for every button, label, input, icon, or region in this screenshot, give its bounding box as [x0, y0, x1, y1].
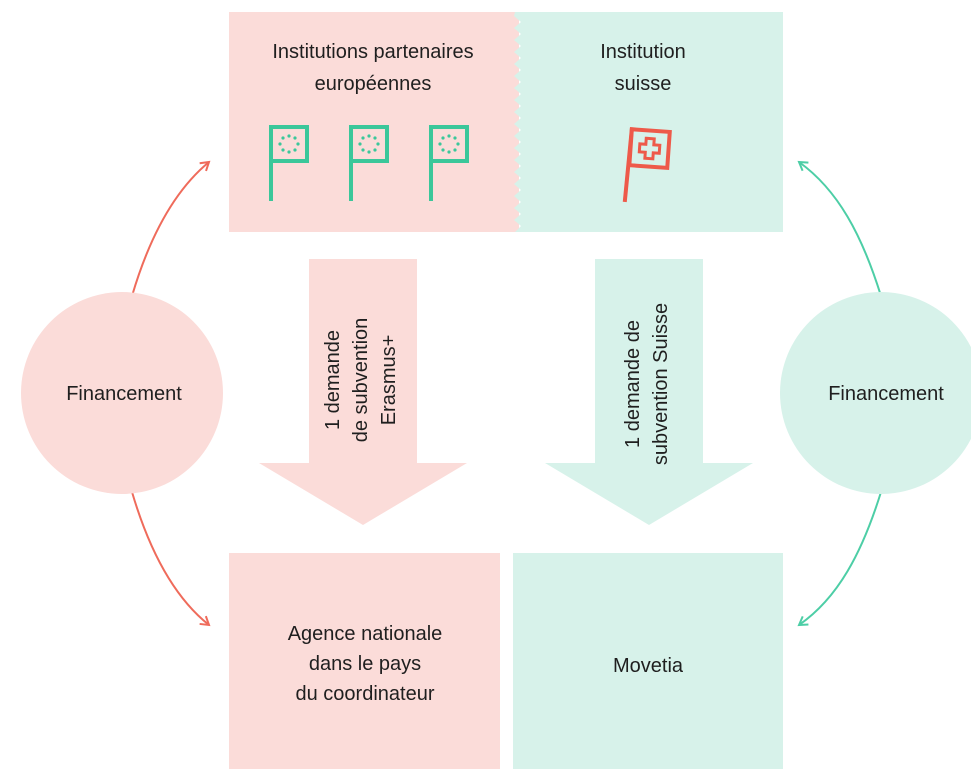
bottom-right-box: Movetia	[513, 553, 783, 769]
bottom-left-line2: dans le pays	[309, 653, 421, 675]
top-right-title-line1: Institution	[600, 41, 686, 63]
left-financing: Financement	[21, 160, 223, 627]
arrow-suisse-line1: 1 demande de	[622, 320, 644, 448]
arrow-suisse: 1 demande de subvention Suisse	[545, 259, 753, 525]
right-financing-label: Financement	[828, 383, 944, 405]
left-financing-label: Financement	[66, 383, 182, 405]
right-financing: Financement	[780, 160, 971, 627]
arrow-erasmus-line2: de subvention	[350, 318, 372, 443]
top-left-title-line2: européennes	[315, 73, 432, 95]
bottom-left-line3: du coordinateur	[296, 683, 435, 705]
eu-flag-icon	[269, 125, 309, 201]
right-arc-down	[797, 491, 882, 627]
top-block: Institutions partenaires européennes Ins…	[229, 12, 783, 232]
top-left-box	[229, 12, 519, 232]
bottom-left-line1: Agence nationale	[288, 623, 443, 645]
top-right-box	[514, 12, 783, 232]
eu-flag-icon	[429, 125, 469, 201]
arrow-erasmus: 1 demande de subvention Erasmus+	[259, 259, 467, 525]
arrow-suisse-line2: subvention Suisse	[650, 303, 672, 465]
top-left-title-line1: Institutions partenaires	[272, 41, 473, 63]
arrow-erasmus-line3: Erasmus+	[378, 335, 400, 426]
bottom-left-box: Agence nationale dans le pays du coordin…	[229, 553, 500, 769]
left-arc-down	[131, 491, 211, 627]
arrow-erasmus-line1: 1 demande	[322, 330, 344, 430]
right-arc-up	[797, 160, 882, 297]
left-financing-circle	[21, 292, 223, 494]
eu-flag-icon	[349, 125, 389, 201]
right-financing-circle	[780, 292, 971, 494]
top-right-title-line2: suisse	[615, 73, 672, 95]
left-arc-up	[131, 160, 211, 297]
swiss-flag-icon	[622, 127, 672, 203]
bottom-right-label: Movetia	[613, 655, 684, 677]
